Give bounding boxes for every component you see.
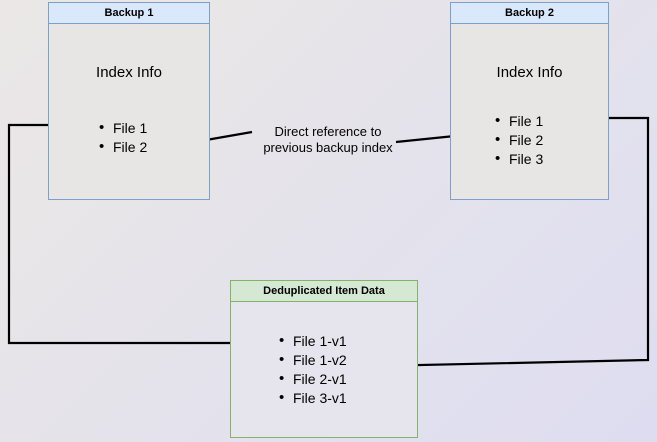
edge-label-line-2: previous backup index (263, 140, 393, 155)
list-item: File 3 (495, 149, 543, 169)
node-backup-2-body: Index Info File 1 File 2 File 3 (450, 24, 609, 200)
node-backup-2[interactable]: Backup 2 Index Info File 1 File 2 File 3 (450, 2, 609, 200)
edge-label-line-1: Direct reference to (274, 124, 382, 139)
list-item: File 1-v2 (279, 350, 347, 370)
node-deduplicated-item-data[interactable]: Deduplicated Item Data File 1-v1 File 1-… (230, 280, 418, 438)
list-item: File 1-v1 (279, 331, 347, 351)
list-item: File 2 (495, 130, 543, 150)
backup-1-file-list: File 1 File 2 (99, 118, 147, 157)
backup-2-index-info-label: Index Info (496, 64, 563, 81)
dedup-file-list: File 1-v1 File 1-v2 File 2-v1 File 3-v1 (279, 331, 347, 408)
node-dedup-body: File 1-v1 File 1-v2 File 2-v1 File 3-v1 (230, 302, 418, 438)
node-dedup-header: Deduplicated Item Data (230, 280, 418, 302)
node-backup-1[interactable]: Backup 1 Index Info File 1 File 2 (48, 2, 210, 200)
node-backup-1-body: Index Info File 1 File 2 (48, 24, 210, 200)
node-backup-1-header: Backup 1 (48, 2, 210, 24)
node-backup-2-header: Backup 2 (450, 2, 609, 24)
list-item: File 1 (99, 118, 147, 138)
list-item: File 3-v1 (279, 388, 347, 408)
list-item: File 1 (495, 111, 543, 131)
list-item: File 2 (99, 137, 147, 157)
edge-label-direct-reference: Direct reference to previous backup inde… (253, 124, 403, 156)
backup-1-index-info-label: Index Info (96, 64, 162, 81)
backup-2-file-list: File 1 File 2 File 3 (495, 111, 543, 169)
list-item: File 2-v1 (279, 369, 347, 389)
